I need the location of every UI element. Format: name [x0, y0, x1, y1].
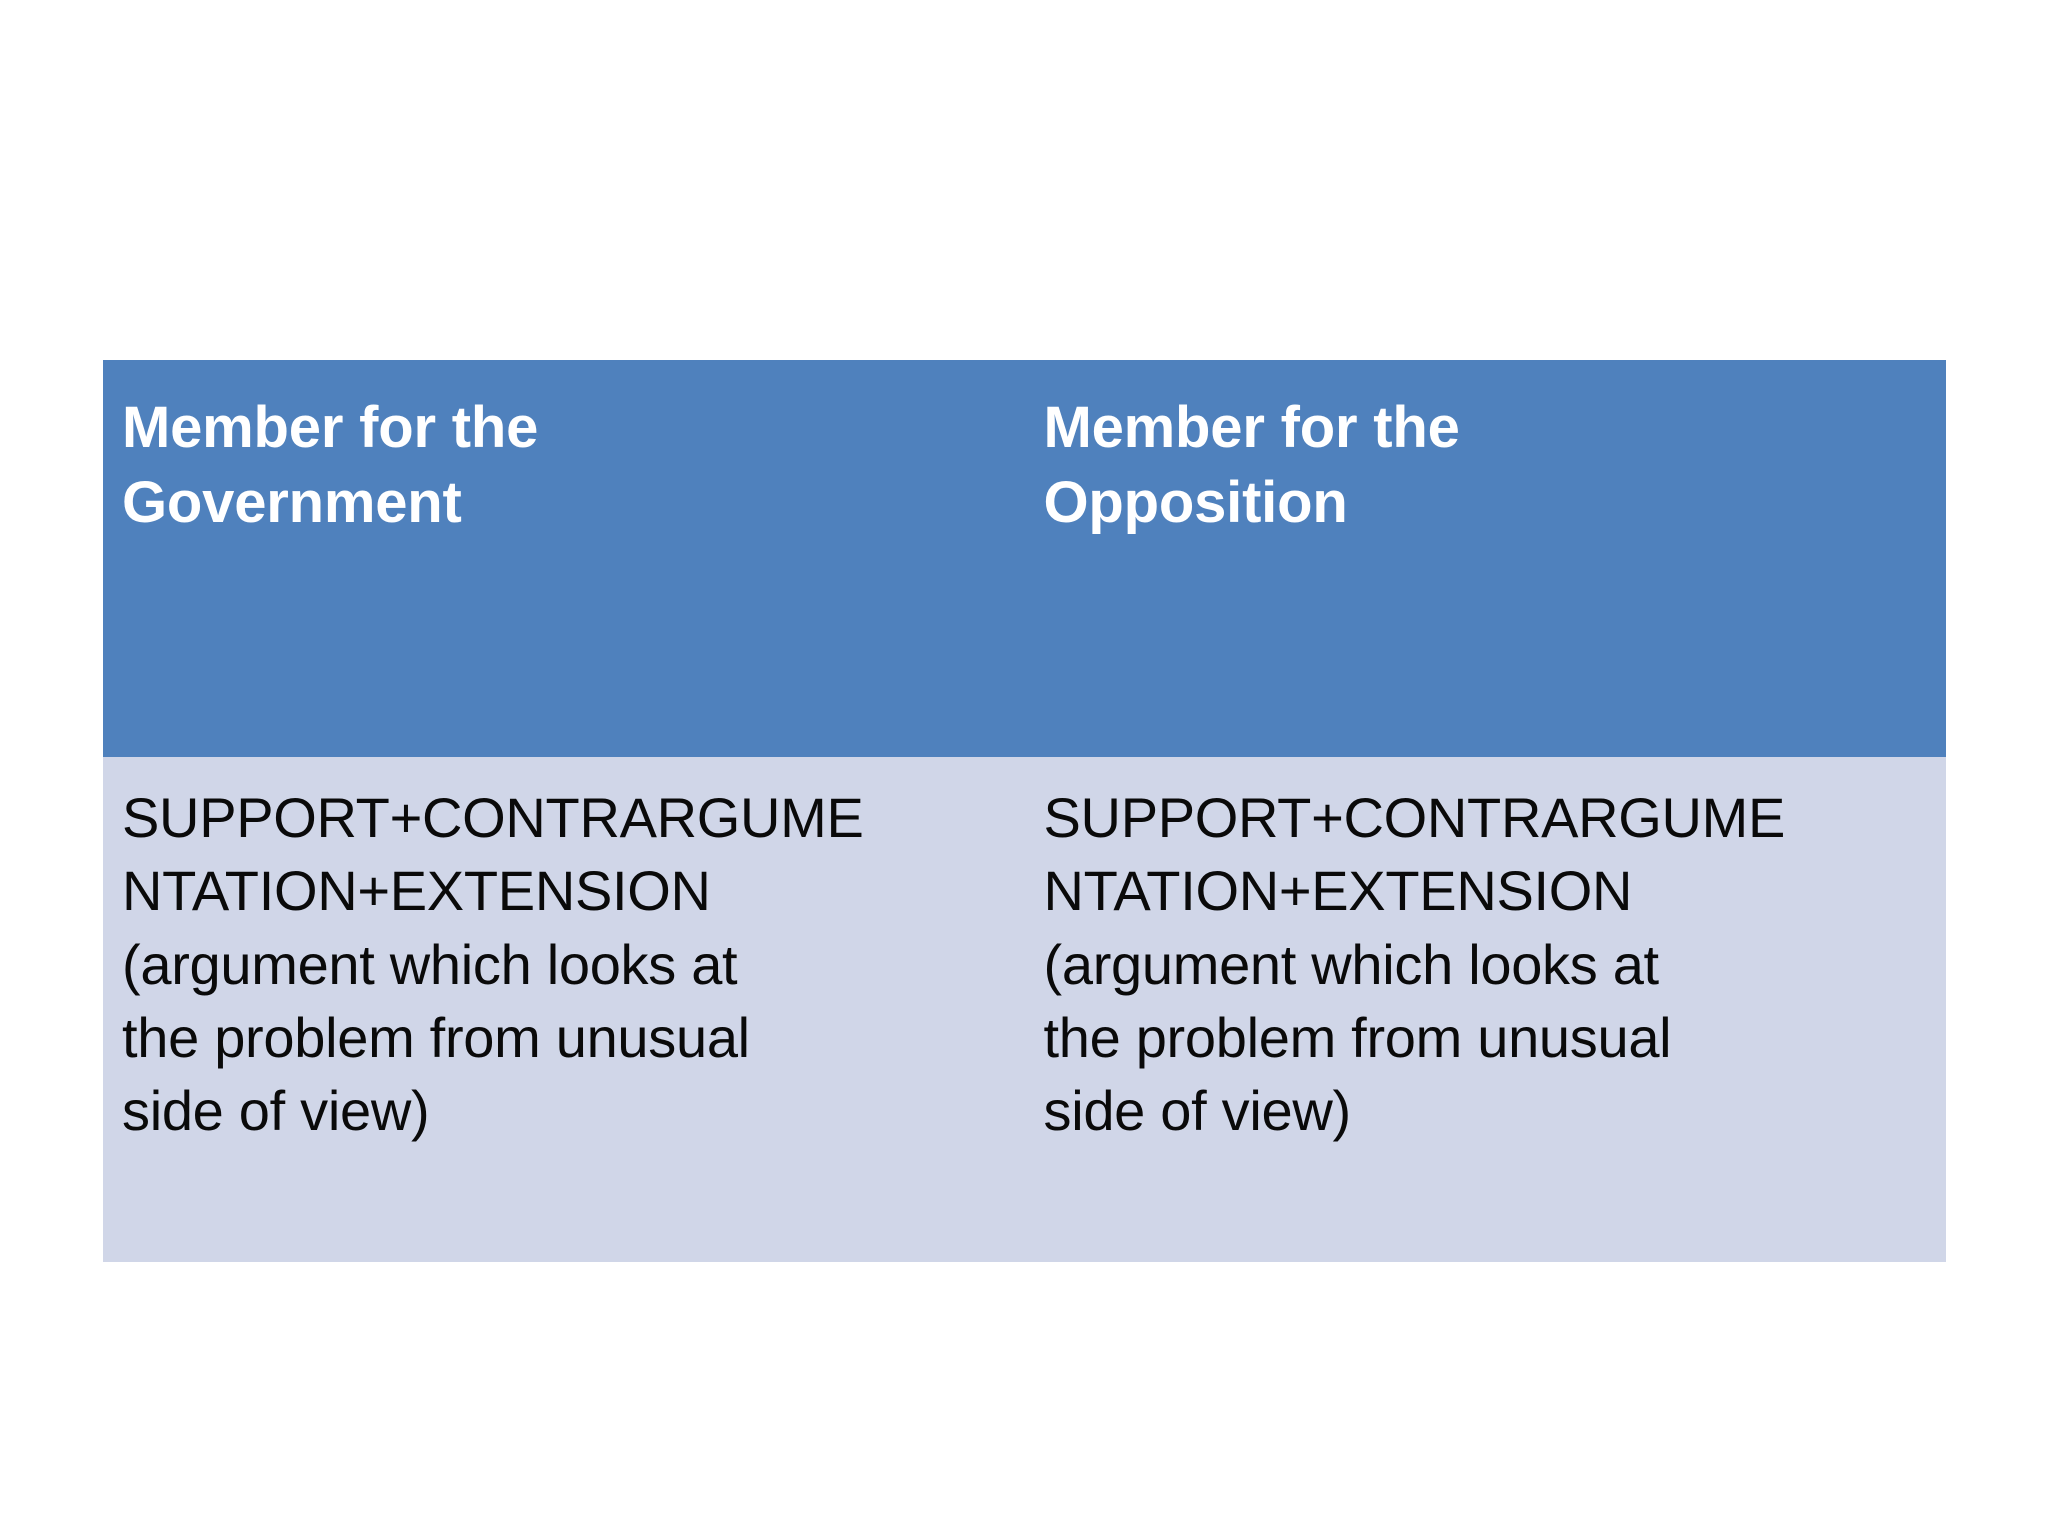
body-cell-opposition: SUPPORT+CONTRARGUME NTATION+EXTENSION (a…	[1025, 757, 1947, 1262]
table-body-row: SUPPORT+CONTRARGUME NTATION+EXTENSION (a…	[103, 757, 1946, 1262]
header-cell-opposition: Member for the Opposition	[1025, 360, 1947, 757]
body-text-opposition: SUPPORT+CONTRARGUME NTATION+EXTENSION (a…	[1043, 786, 1786, 1143]
header-label-government: Member for the Government	[122, 395, 539, 536]
table-header-row: Member for the Government Member for the…	[103, 360, 1946, 757]
body-cell-government: SUPPORT+CONTRARGUME NTATION+EXTENSION (a…	[103, 757, 1025, 1262]
header-cell-government: Member for the Government	[103, 360, 1025, 757]
body-text-government: SUPPORT+CONTRARGUME NTATION+EXTENSION (a…	[122, 786, 864, 1143]
debate-roles-table: Member for the Government Member for the…	[103, 360, 1946, 1262]
header-label-opposition: Member for the Opposition	[1043, 395, 1460, 536]
